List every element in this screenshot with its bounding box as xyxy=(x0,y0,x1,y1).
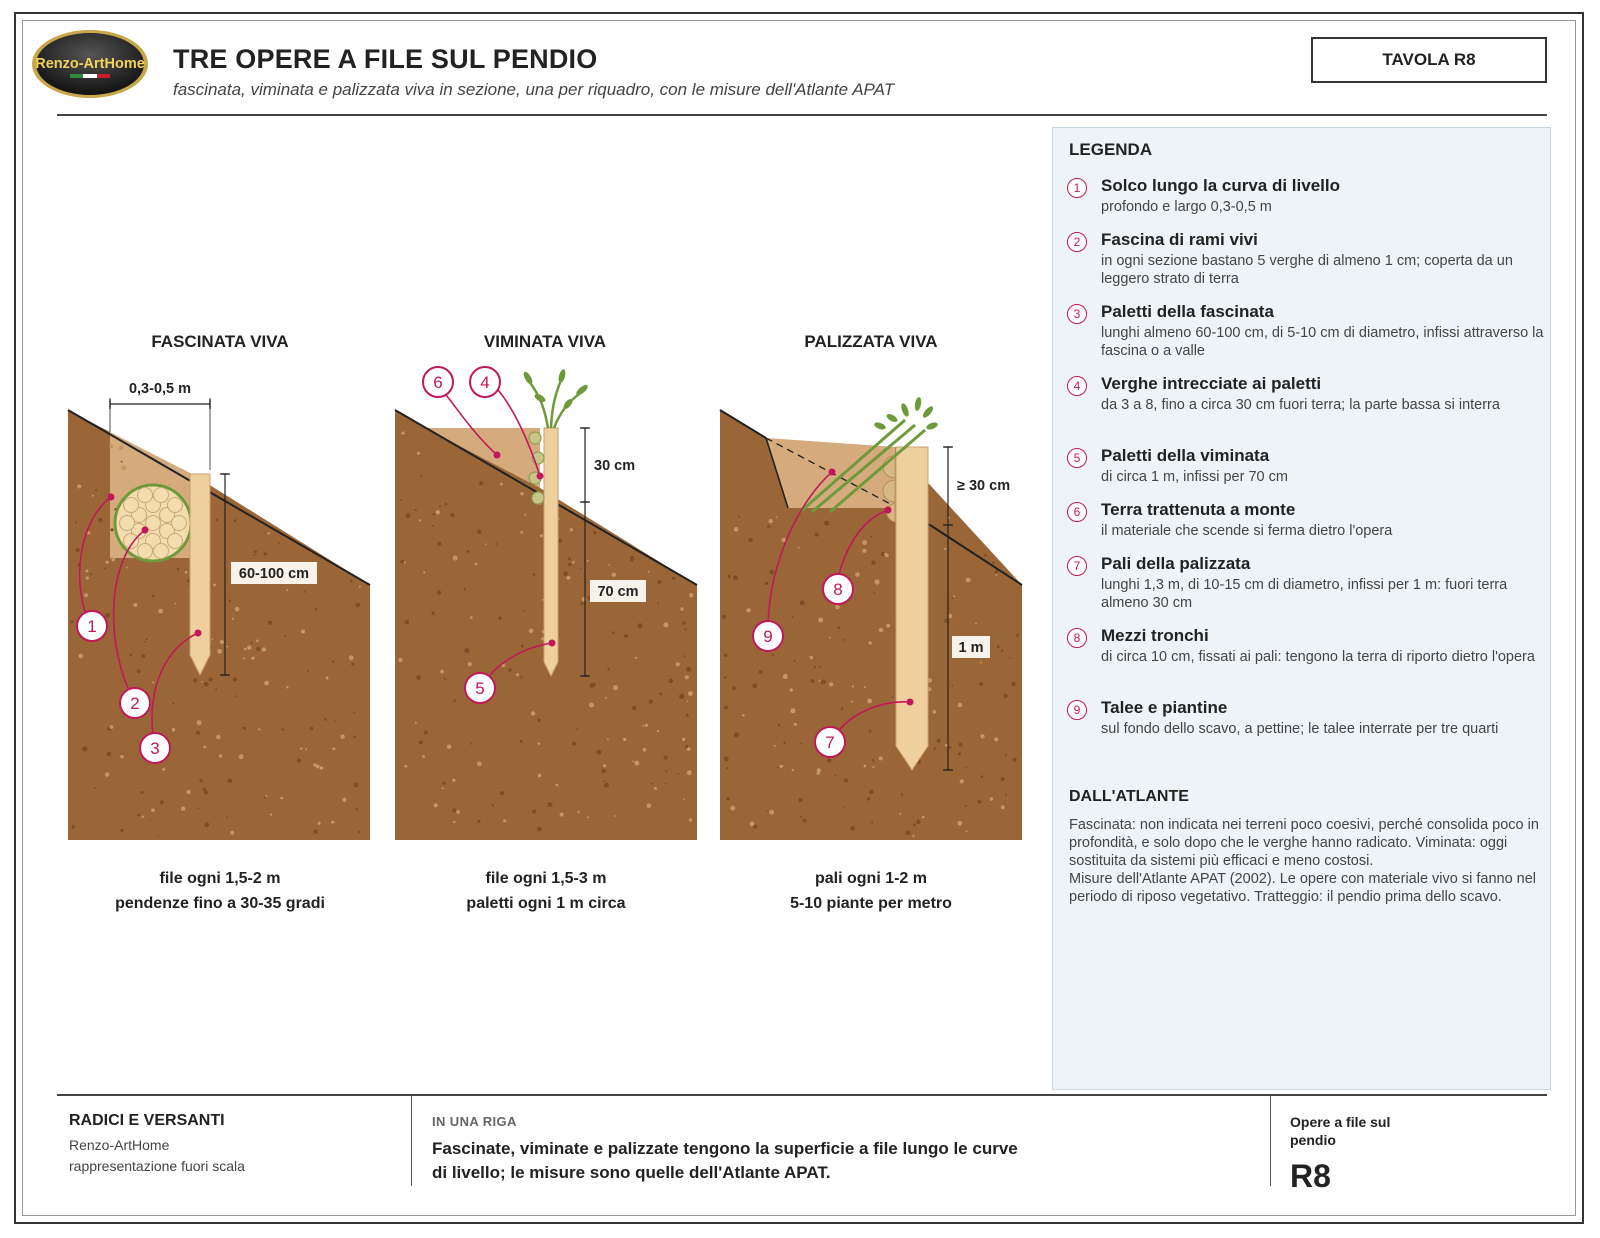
svg-text:2: 2 xyxy=(130,694,139,713)
panel-fascinata: 0,3-0,5 m 60-100 cm xyxy=(67,381,371,840)
svg-text:1: 1 xyxy=(87,617,96,636)
svg-text:5: 5 xyxy=(475,679,484,698)
callout-7: 7 xyxy=(814,726,846,758)
callout-1: 1 xyxy=(76,610,108,642)
panel-title-viminata: VIMINATA VIVA xyxy=(483,332,607,351)
soil-fascinata xyxy=(68,410,370,840)
svg-text:3: 3 xyxy=(150,739,159,758)
dim-label-width: 0,3-0,5 m xyxy=(129,381,191,397)
logo: Renzo-ArtHome xyxy=(32,30,148,98)
dim-label-out-ground: ≥ 30 cm xyxy=(957,478,1010,494)
svg-text:4: 4 xyxy=(480,373,489,392)
footer-series: RADICI E VERSANTI xyxy=(69,1112,225,1129)
caption-palizzata: pali ogni 1-2 m 5-10 piante per metro xyxy=(790,870,952,912)
callout-4: 4 xyxy=(469,366,501,398)
footer-scale-note: rappresentazione fuori scala xyxy=(69,1158,245,1174)
post-palizzata xyxy=(895,446,929,771)
svg-text:9: 9 xyxy=(763,627,772,646)
inner-frame xyxy=(22,20,1576,1216)
callout-5: 5 xyxy=(464,672,496,704)
svg-text:8: 8 xyxy=(833,580,842,599)
footer-sheet-name: Opere a file sul pendio xyxy=(1290,1114,1391,1148)
page-subtitle: fascinata, viminata e palizzata viva in … xyxy=(173,80,895,99)
footer-summary-label: IN UNA RIGA xyxy=(432,1114,517,1129)
footer-divider xyxy=(1270,1096,1271,1186)
panel-title-fascinata: FASCINATA VIVA xyxy=(151,332,289,351)
dim-label-post-driven: 1 m xyxy=(959,640,984,656)
legend-heading: LEGENDA xyxy=(1069,140,1153,159)
logo-text: Renzo-ArtHome xyxy=(35,56,145,72)
dim-label-stake: 60-100 cm xyxy=(239,566,309,582)
atlas-heading: DALL'ATLANTE xyxy=(1069,788,1189,805)
fascine-bundle xyxy=(113,483,193,563)
sprouts-viminata xyxy=(527,377,583,429)
page-title: TRE OPERE A FILE SUL PENDIO xyxy=(173,44,598,74)
atlas-text: Fascinata: non indicata nei terreni poco… xyxy=(1069,817,1539,905)
footer-rule xyxy=(57,1094,1547,1096)
dim-label-driven: 70 cm xyxy=(597,584,638,600)
sheet-box: TAVOLA R8 xyxy=(1311,37,1547,83)
svg-text:6: 6 xyxy=(433,373,442,392)
callout-3: 3 xyxy=(139,732,171,764)
panel-viminata: 30 cm 70 cm xyxy=(394,369,698,840)
footer-summary-text: Fascinate, viminate e palizzate tengono … xyxy=(432,1139,1018,1182)
slope-line xyxy=(67,409,371,586)
cross-section-diagrams: 0,3-0,5 m 60-100 cm xyxy=(67,366,1023,840)
stake-viminata xyxy=(543,427,559,678)
footer-sheet-code: R8 xyxy=(1290,1158,1331,1194)
callout-8: 8 xyxy=(822,573,854,605)
panel-palizzata: ≥ 30 cm 1 m xyxy=(719,397,1023,840)
header-rule xyxy=(57,114,1547,116)
callout-6: 6 xyxy=(422,366,454,398)
footer-author: Renzo-ArtHome xyxy=(69,1137,170,1153)
stake-fascinata xyxy=(189,473,211,677)
wattle-rods xyxy=(528,431,545,505)
svg-text:7: 7 xyxy=(825,733,834,752)
original-slope-dashed xyxy=(765,437,931,526)
dim-label-above-ground: 30 cm xyxy=(594,458,635,474)
caption-fascinata: file ogni 1,5-2 m pendenze fino a 30-35 … xyxy=(115,870,325,912)
callout-2: 2 xyxy=(119,687,151,719)
legend-panel: LEGENDA 1 Solco lungo la curva di livell… xyxy=(1052,127,1551,1090)
footer-divider xyxy=(411,1096,412,1186)
callout-9: 9 xyxy=(752,620,784,652)
panel-title-palizzata: PALIZZATA VIVA xyxy=(804,332,938,351)
outer-frame xyxy=(14,12,1584,1224)
caption-viminata: file ogni 1,5-3 m paletti ogni 1 m circa xyxy=(466,870,626,912)
cuttings xyxy=(799,418,926,514)
